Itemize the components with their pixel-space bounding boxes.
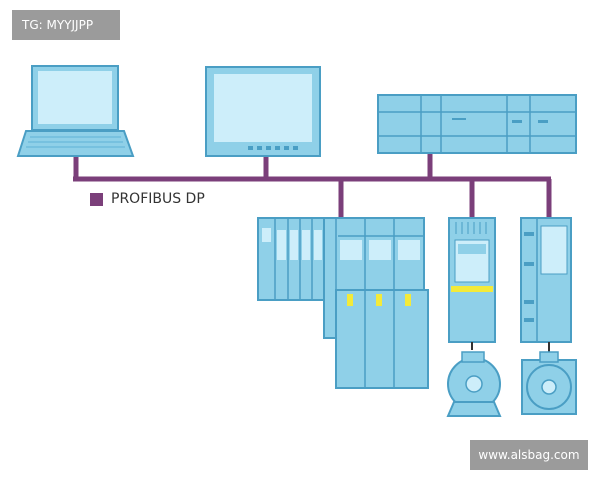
profibus-bus [73, 148, 552, 218]
watermark-bottom-right: www.alsbag.com [470, 440, 588, 470]
frequency-inverter-icon [448, 217, 496, 350]
watermark-top-left: TG: MYYJJPP [12, 10, 120, 40]
legend-swatch [90, 192, 103, 206]
induction-motor-icon [446, 351, 502, 417]
hmi-panel-icon [205, 66, 321, 157]
legend: PROFIBUS DP [90, 191, 205, 207]
servo-controller-icon [520, 217, 572, 354]
plc-controller-icon [377, 94, 577, 154]
servo-drive-icon [323, 217, 429, 389]
legend-label: PROFIBUS DP [111, 191, 205, 207]
laptop-icon [16, 65, 135, 157]
servo-motor-icon [521, 351, 577, 415]
